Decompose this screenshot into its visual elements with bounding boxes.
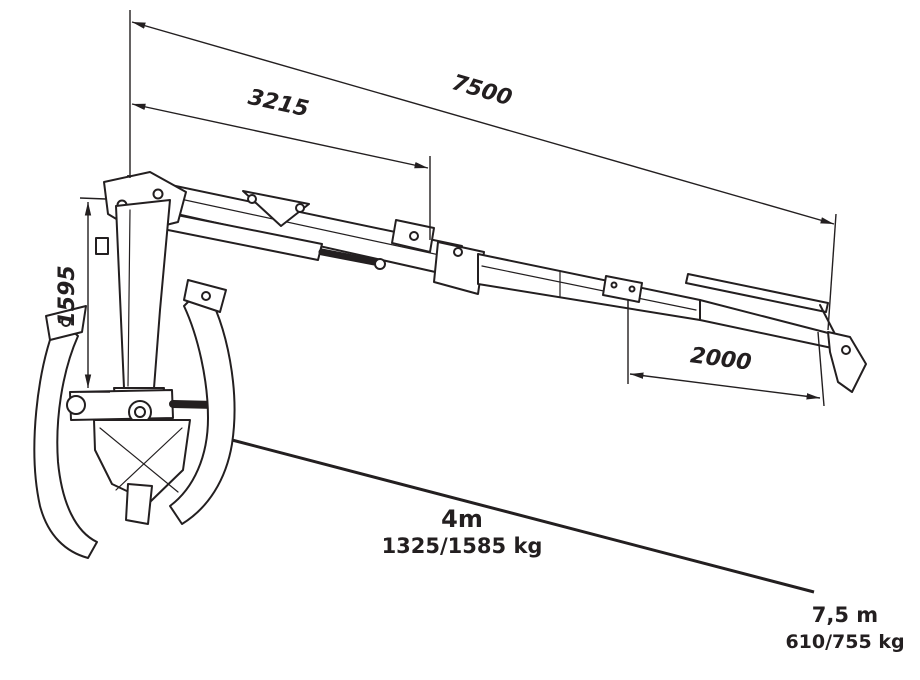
dimension-value-3215: 3215 [246, 85, 311, 122]
grapple-body-brace [99, 427, 179, 493]
tip-arm [685, 273, 829, 313]
tip-pin [841, 345, 851, 355]
dimension-line [629, 372, 821, 400]
reach-4m-weight: 1325/1585 kg [382, 534, 543, 558]
dimension-value-7500: 7500 [449, 70, 515, 111]
main-pivot-pin [152, 188, 164, 200]
rod-eye [374, 258, 386, 270]
column-detail-line [127, 209, 131, 387]
dimension-annotations: 7500 3215 1595 2000 [55, 10, 837, 407]
dimension-line [131, 21, 835, 225]
reach-4m-label: 4m [441, 505, 483, 533]
tip-bracket [827, 331, 867, 393]
extension-line [827, 213, 837, 331]
knuckle [433, 241, 485, 295]
clamp-bolt [628, 285, 636, 293]
rotator-ring-inner [134, 406, 146, 418]
reach-line [231, 438, 815, 594]
reach-7-5m-weight: 610/755 kg [785, 631, 904, 653]
grapple-center-link [125, 483, 153, 525]
reach-annotations: 4m 1325/1585 kg 7,5 m 610/755 kg [231, 438, 905, 653]
pivot-pin [409, 231, 419, 241]
dimension-column-height: 1595 [55, 197, 110, 393]
pivot-pin [453, 247, 463, 257]
column-side-block [95, 237, 109, 255]
grapple-body-brace [115, 427, 183, 491]
cylinder-cap [66, 395, 86, 415]
crane-drawing [33, 171, 867, 559]
dimension-value-2000: 2000 [689, 343, 753, 375]
clamp-bolt [610, 281, 618, 289]
telescopic-boom [477, 253, 701, 321]
pivot-pin [247, 194, 257, 204]
grapple-right-claw [169, 285, 236, 525]
pivot-pin [201, 291, 211, 301]
dimension-line [131, 103, 429, 169]
pivot-pin [61, 317, 71, 327]
dimension-value-1595: 1595 [55, 265, 80, 326]
extension-line [817, 331, 825, 407]
cylinder-rod [318, 248, 378, 266]
telescopic-detail-line [481, 265, 697, 311]
column [115, 199, 171, 389]
reach-7-5m-label: 7,5 m [812, 603, 878, 627]
extension-line [79, 197, 107, 200]
pivot-pin [295, 203, 305, 213]
grapple-left-claw [33, 317, 98, 559]
